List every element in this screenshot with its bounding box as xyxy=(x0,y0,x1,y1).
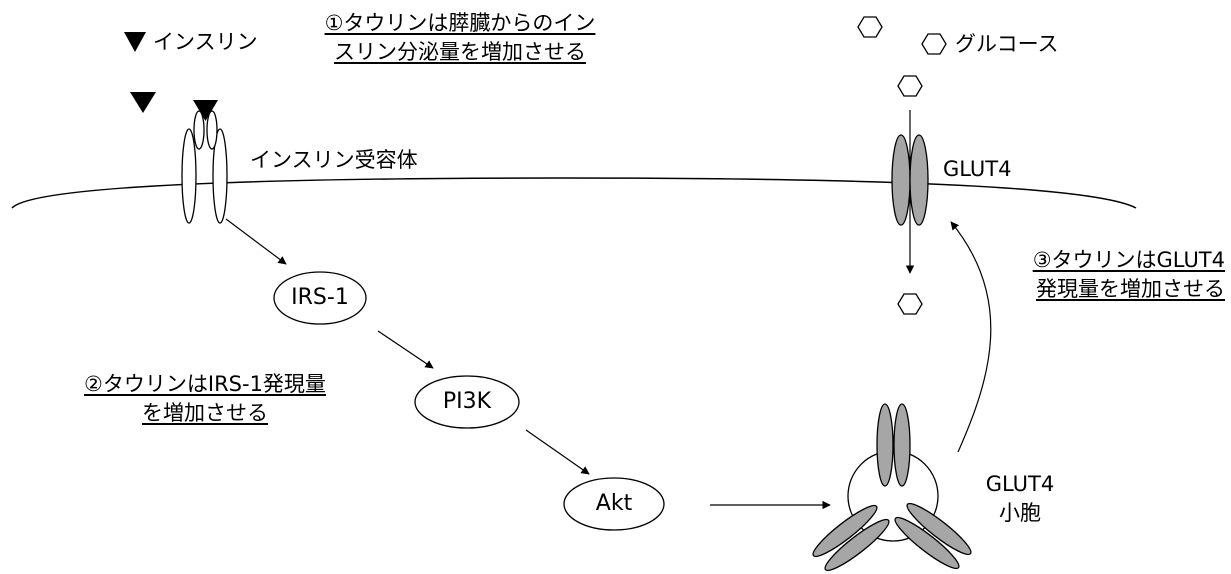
insulin-legend-label: インスリン xyxy=(153,30,258,54)
glucose-icon xyxy=(897,293,923,315)
insulin-triangle-icon xyxy=(193,100,218,121)
irs1-node xyxy=(273,271,367,325)
receptor-to-irs1-arrow xyxy=(225,218,287,265)
glucose-icon xyxy=(857,16,883,38)
glut4-transporter-icon xyxy=(891,134,929,226)
akt-node xyxy=(563,477,665,531)
note-3-line1: ③タウリンはGLUT4 xyxy=(1032,248,1225,272)
irs1-to-pi3k-arrow xyxy=(377,330,434,369)
insulin-triangle-icon xyxy=(130,92,156,113)
pi3k-node xyxy=(414,375,520,429)
glut4-vesicle-icon xyxy=(812,403,972,572)
note-2-line2: を増加させる xyxy=(142,401,268,425)
insulin-legend-icon xyxy=(124,32,146,52)
irs1-label: IRS-1 xyxy=(291,285,349,310)
glut4-label: GLUT4 xyxy=(943,157,1012,181)
akt-label: Akt xyxy=(595,491,633,516)
vesicle-label-line1: GLUT4 xyxy=(985,472,1055,496)
translocation-arrow xyxy=(950,221,992,453)
insulin-receptor-icon xyxy=(181,110,228,224)
note-1-line2: スリン分泌量を増加させる xyxy=(334,40,586,64)
glucose-legend-icon xyxy=(921,33,947,55)
note-1-line1: ①タウリンは膵臓からのイン xyxy=(324,11,596,35)
note-2: ②タウリンはIRS-1発現量 を増加させる xyxy=(45,370,365,428)
cell-membrane xyxy=(11,177,1137,209)
vesicle-label-line2: 小胞 xyxy=(999,501,1041,525)
glucose-icon xyxy=(897,75,923,97)
glut4-vesicle-label: GLUT4 小胞 xyxy=(980,470,1060,528)
pi3k-label: PI3K xyxy=(442,389,492,414)
glucose-legend-label: グルコース xyxy=(955,32,1059,56)
note-1: ①タウリンは膵臓からのイン スリン分泌量を増加させる xyxy=(300,9,620,67)
note-3-line2: 発現量を増加させる xyxy=(1036,277,1225,301)
insulin-receptor-label: インスリン受容体 xyxy=(250,148,418,172)
note-3: ③タウリンはGLUT4 発現量を増加させる xyxy=(1020,246,1225,304)
pi3k-to-akt-arrow xyxy=(525,429,590,475)
note-2-line1: ②タウリンはIRS-1発現量 xyxy=(84,372,326,396)
